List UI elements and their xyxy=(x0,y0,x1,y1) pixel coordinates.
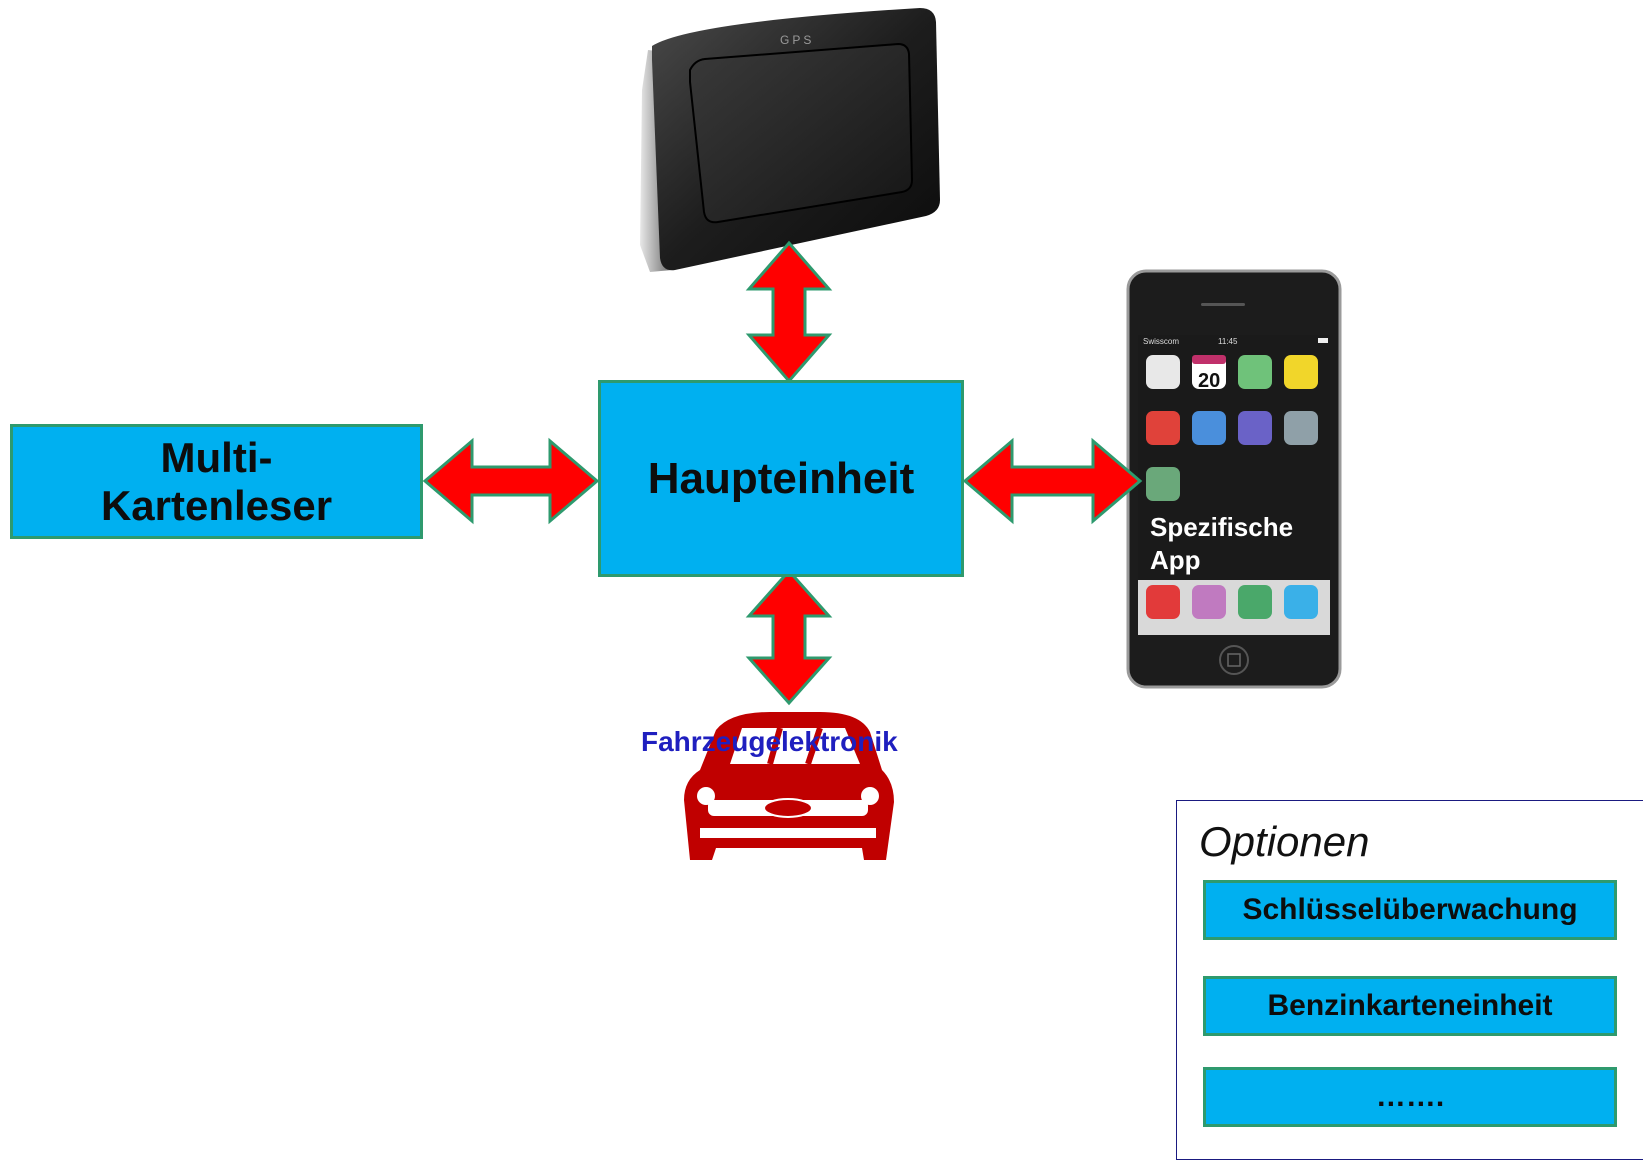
status-time: 11:45 xyxy=(1218,337,1238,346)
double-arrow-icon xyxy=(962,437,1143,525)
option-item: Schlüsselüberwachung xyxy=(1203,880,1617,940)
option-item: ……. xyxy=(1203,1067,1617,1127)
main-unit-label: Haupteinheit xyxy=(647,453,915,503)
option-label: Schlüsselüberwachung xyxy=(1242,893,1578,926)
app-label: Spezifische App xyxy=(1150,512,1294,575)
option-label: ……. xyxy=(1375,1080,1445,1113)
option-label: Benzinkarteneinheit xyxy=(1267,989,1553,1022)
double-arrow-icon xyxy=(745,240,833,384)
card-reader-label: Multi- Kartenleser xyxy=(100,433,333,529)
main-unit-box: Haupteinheit xyxy=(598,380,964,577)
options-title: Optionen xyxy=(1199,818,1370,865)
option-item: Benzinkarteneinheit xyxy=(1203,976,1617,1036)
calendar-day: 20 xyxy=(1198,370,1220,392)
vehicle-label: Fahrzeugelektronik xyxy=(641,726,898,757)
double-arrow-icon xyxy=(422,437,600,525)
double-arrow-icon xyxy=(745,568,833,706)
card-reader-box: Multi- Kartenleser xyxy=(10,424,423,539)
status-carrier: Swisscom xyxy=(1143,337,1179,346)
gps-label: GPS xyxy=(780,33,814,47)
